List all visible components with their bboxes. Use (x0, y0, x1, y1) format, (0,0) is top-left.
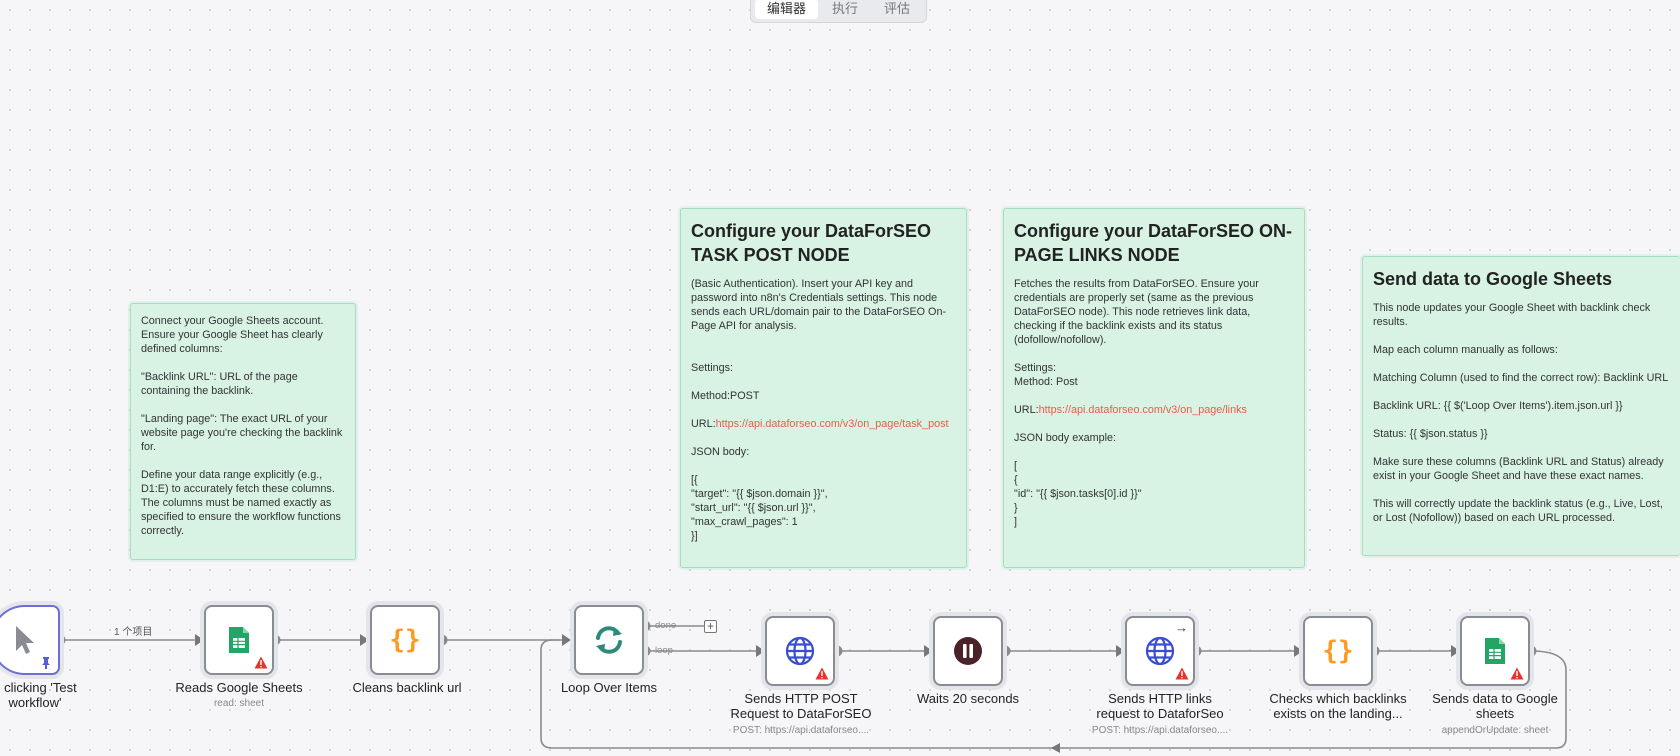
node-subtitle: POST: https://api.dataforseo.... (732, 725, 870, 736)
node-label: Waits 20 seconds (916, 691, 1020, 706)
node-wait-20-seconds[interactable] (933, 616, 1003, 686)
note-title: Configure your DataForSEO TASK POST NODE (691, 221, 932, 265)
sticky-note-sheets-setup[interactable]: Connect your Google Sheets account. Ensu… (130, 303, 356, 560)
node-subtitle: read: sheet (213, 698, 265, 709)
loop-icon (592, 623, 626, 657)
node-loop-over-items[interactable] (574, 605, 644, 675)
node-label: Sends HTTP POST Request to DataForSEO (730, 691, 872, 721)
svg-text:{}: {} (389, 625, 420, 655)
note-body: Connect your Google Sheets account. Ensu… (141, 315, 343, 537)
warning-icon (815, 667, 829, 680)
note-body: Fetches the results from DataForSEO. Ens… (1014, 278, 1259, 528)
pin-icon (40, 656, 52, 670)
warning-icon (1175, 667, 1189, 680)
globe-icon (1143, 634, 1177, 668)
node-label: Reads Google Sheets (175, 680, 303, 695)
node-subtitle: POST: https://api.dataforseo.... (1091, 725, 1229, 736)
tab-executions[interactable]: 执行 (832, 1, 859, 16)
node-label: Sends data to Google sheets (1432, 691, 1558, 721)
arrow-right-icon: → (1175, 620, 1188, 635)
note-body: (Basic Authentication). Insert your API … (691, 278, 949, 542)
sticky-note-send-sheets[interactable]: Send data to Google Sheets This node upd… (1362, 256, 1680, 556)
add-node-button[interactable]: + (704, 620, 717, 633)
sticky-note-task-post[interactable]: Configure your DataForSEO TASK POST NODE… (680, 208, 967, 568)
warning-icon (1510, 667, 1524, 680)
api-url-link[interactable]: https://api.dataforseo.com/v3/on_page/ta… (715, 418, 949, 430)
handle-label-done: done (655, 620, 677, 631)
pointer-icon (8, 623, 42, 657)
node-cleans-backlink-url[interactable]: {} (370, 605, 440, 675)
node-label: Checks which backlinks exists on the lan… (1269, 691, 1407, 721)
code-braces-icon: {} (1321, 634, 1355, 668)
note-title: Configure your DataForSEO ON-PAGE LINKS … (1014, 221, 1293, 265)
node-subtitle: appendOrUpdate: sheet (1441, 725, 1549, 736)
tab-editor[interactable]: 编辑器 (755, 0, 819, 19)
warning-icon (254, 656, 268, 669)
globe-icon (783, 634, 817, 668)
view-tabs: 编辑器 执行 评估 (750, 0, 928, 23)
svg-text:{}: {} (1322, 636, 1353, 666)
node-label: n clicking 'Test workflow' (0, 680, 77, 710)
node-manual-trigger[interactable] (0, 605, 60, 675)
code-braces-icon: {} (388, 623, 422, 657)
node-reads-google-sheets[interactable] (204, 605, 274, 675)
node-http-post-request[interactable] (765, 616, 835, 686)
node-send-google-sheets[interactable] (1460, 616, 1530, 686)
node-label: Sends HTTP links request to DataforSeo (1096, 691, 1224, 721)
handle-label-loop: loop (655, 645, 673, 656)
node-checks-backlinks[interactable]: {} (1303, 616, 1373, 686)
note-body: This node updates your Google Sheet with… (1373, 302, 1669, 524)
edge-items-count: 1 个项目 (114, 627, 153, 638)
pause-icon (951, 634, 985, 668)
sticky-note-links[interactable]: Configure your DataForSEO ON-PAGE LINKS … (1003, 208, 1305, 568)
node-label: Loop Over Items (560, 680, 658, 695)
api-url-link[interactable]: https://api.dataforseo.com/v3/on_page/li… (1038, 404, 1247, 416)
note-title: Send data to Google Sheets (1373, 269, 1613, 289)
google-sheets-icon (222, 623, 256, 657)
tab-evaluations[interactable]: 评估 (884, 1, 911, 16)
google-sheets-icon (1478, 634, 1512, 668)
node-label: Cleans backlink url (352, 680, 462, 695)
node-http-links-request[interactable]: → (1125, 616, 1195, 686)
